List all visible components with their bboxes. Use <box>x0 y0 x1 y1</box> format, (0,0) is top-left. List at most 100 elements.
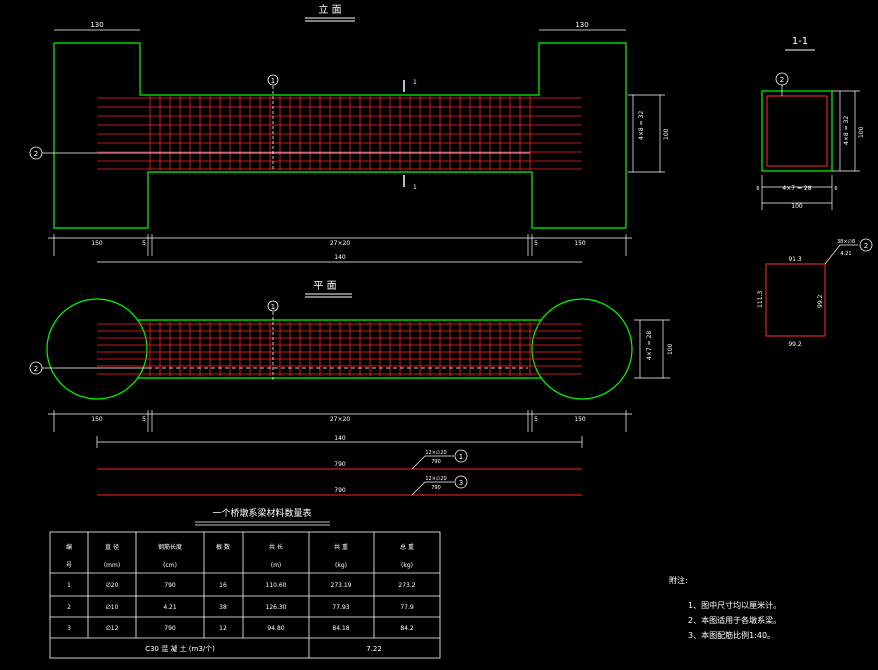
table-cell: 1 <box>67 582 71 589</box>
table-header-unit: (kg) <box>401 562 413 569</box>
table-cell: ∅12 <box>106 625 119 632</box>
table-cell: 84.2 <box>400 625 414 632</box>
elev-longitudinal-bars <box>97 97 582 170</box>
elev-dim-middle: 27×20 <box>330 240 350 247</box>
section-1-1: 1-1 2 4×8 = 32 100 4×7 = 28 100 6 6 <box>756 36 865 210</box>
plan-dim-right: 150 <box>574 416 586 423</box>
table-cell: 38 <box>219 604 227 611</box>
table-header-unit: (cm) <box>163 562 177 569</box>
note-item-3: 3、本图配筋比例1:40。 <box>688 630 775 640</box>
table-cell: 94.80 <box>267 625 284 632</box>
table-cell: 790 <box>164 625 176 632</box>
material-table: 一个桥墩系梁材料数量表 编 直 径 钢筋长度 根 数 共 长 共 重 总 重号 (mm) (cm… <box>49 507 441 659</box>
elevation-title: 立 面 <box>318 3 341 16</box>
table-cell: 790 <box>164 582 176 589</box>
table-cell: ∅20 <box>106 582 119 589</box>
plan-side-label: 4×7 = 28 <box>646 331 653 360</box>
section-stirrup <box>766 95 828 167</box>
elev-stirrups <box>149 96 531 170</box>
elev-dim-left: 150 <box>91 240 103 247</box>
bar3-id: 3 <box>459 479 463 487</box>
table-header-cell: 共 长 <box>269 543 283 551</box>
elev-section-mark-top: 1 <box>413 79 417 86</box>
table-footer-label: C30 混 凝 土 (m3/个) <box>145 644 215 653</box>
plan-height: 100 <box>667 343 674 355</box>
table-cell: 4.21 <box>163 604 177 611</box>
elevation-outline <box>53 42 627 229</box>
stirrup-detail: 38×∅8 4.21 2 91.3 111.3 99.2 99.2 <box>757 238 873 348</box>
table-title: 一个桥墩系梁材料数量表 <box>212 507 311 519</box>
section-callout-2-label: 2 <box>780 76 784 84</box>
elev-side-label: 4×8 = 32 <box>638 111 645 140</box>
table-cell: 273.19 <box>331 582 352 589</box>
stirrup-id: 2 <box>864 242 868 250</box>
stirrup-tag-bot: 4.21 <box>840 251 851 257</box>
note-item-2: 2、本图适用于各墩系梁。 <box>688 615 781 625</box>
stirrup-tag-top: 38×∅8 <box>837 239 855 245</box>
plan-stirrups <box>149 322 531 376</box>
stirrup-left: 111.3 <box>757 291 764 308</box>
table-footer-value: 7.22 <box>366 645 382 653</box>
stirrup-shape <box>765 263 826 337</box>
table-header-unit: (kg) <box>335 562 347 569</box>
bar1-length: 790 <box>334 461 346 468</box>
bar-details: 790 12×∅20 790 1 790 12×∅20 790 3 <box>97 449 582 496</box>
plan-dim-right-small: 5 <box>534 416 538 423</box>
table-header-cell: 总 重 <box>400 543 414 551</box>
table-header-unit: (m) <box>271 562 282 569</box>
plan-callout-2-label: 2 <box>34 365 38 373</box>
plan-callout-1-label: 1 <box>271 303 275 311</box>
plan-right-pier-circle <box>531 298 633 400</box>
section-small-left: 6 <box>756 186 759 192</box>
bar3-length: 790 <box>334 487 346 494</box>
plan-title: 平 面 <box>313 281 336 292</box>
plan-dim-total: 140 <box>334 435 346 442</box>
plan-longitudinal-bars <box>97 323 582 375</box>
note-item-1: 1、图中尺寸均以厘米计。 <box>688 600 781 610</box>
table-header-cell: 根 数 <box>216 543 230 551</box>
table-header-unit: 号 <box>66 562 72 569</box>
elevation-view: 立 面 130 130 1 2 1 <box>29 3 670 263</box>
bar3-tag-top: 12×∅20 <box>425 476 446 482</box>
plan-callout-1 <box>267 300 279 312</box>
table-cell: 126.30 <box>266 604 287 611</box>
elev-height-right: 100 <box>663 128 670 140</box>
plan-dim-left-small: 5 <box>142 416 146 423</box>
section-outline <box>761 90 833 172</box>
table-header-cell: 编 <box>66 543 72 551</box>
elev-dim-total: 140 <box>334 254 346 261</box>
table-cell: 110.60 <box>266 582 287 589</box>
bar3-tag-bot: 790 <box>431 485 441 491</box>
table-cell: ∅10 <box>106 604 119 611</box>
table-cell: 77.93 <box>332 604 349 611</box>
table-header-unit: (mm) <box>104 562 120 569</box>
bar1-tag-top: 12×∅20 <box>425 450 446 456</box>
elev-width-left: 130 <box>90 21 103 29</box>
table-cell: 2 <box>67 604 71 611</box>
plan-left-pier-circle <box>46 298 148 400</box>
table-header-cell: 直 径 <box>105 543 119 551</box>
bar1-id: 1 <box>459 453 463 461</box>
section-height: 100 <box>858 126 865 138</box>
table-cell: 84.18 <box>332 625 349 632</box>
bar1-tag-bot: 790 <box>431 459 441 465</box>
table-header-cell: 钢筋长度 <box>158 543 182 551</box>
table-header-cell: 共 重 <box>334 543 348 551</box>
notes-heading: 附注: <box>669 575 688 585</box>
plan-view: 平 面 1 2 4×7 = 28 100 <box>29 281 674 448</box>
section-title: 1-1 <box>792 36 808 47</box>
stirrup-right: 99.2 <box>817 294 824 308</box>
elev-dim-left-small: 5 <box>142 240 146 247</box>
elev-section-mark-bot: 1 <box>413 184 417 191</box>
table-cell: 12 <box>219 625 227 632</box>
stirrup-bottom: 99.2 <box>788 341 802 348</box>
elev-callout-1 <box>267 74 279 86</box>
section-side-label: 4×8 = 32 <box>843 116 850 145</box>
elev-dim-right: 150 <box>574 240 586 247</box>
elev-callout-2-label: 2 <box>34 150 38 158</box>
table-cell: 77.9 <box>400 604 414 611</box>
stirrup-top: 91.3 <box>788 256 802 263</box>
plan-dim-left: 150 <box>91 416 103 423</box>
table-cell: 273.2 <box>398 582 415 589</box>
